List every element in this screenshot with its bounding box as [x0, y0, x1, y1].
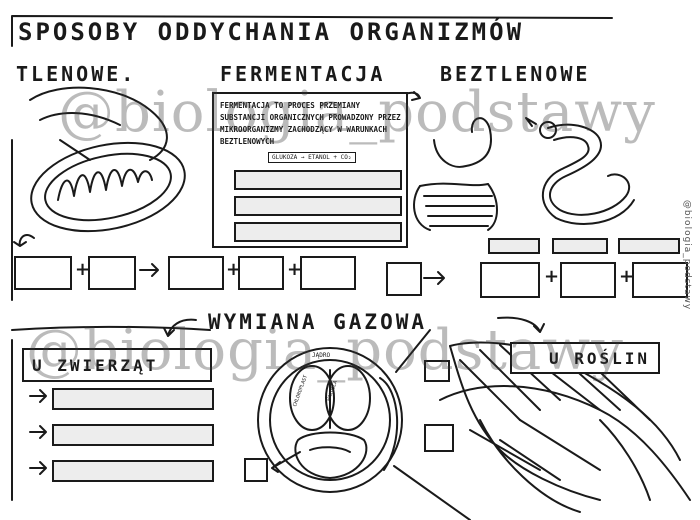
heading-fermentacja: FERMENTACJA: [220, 62, 386, 86]
page-title: SPOSOBY ODDYCHANIA ORGANIZMÓW: [18, 18, 525, 46]
anaerobic-product-box-2[interactable]: [560, 262, 616, 298]
cell-answer-box[interactable]: [244, 458, 268, 482]
section-title-wymiana-gazowa: WYMIANA GAZOWA: [208, 310, 428, 334]
heading-tlenowe: TLENOWE.: [16, 62, 137, 86]
watermark-bottom: @biologia_podstawy: [26, 318, 624, 383]
plus-symbol: +: [287, 259, 303, 280]
watermark-top: @biologia_podstawy: [58, 80, 656, 145]
anaerobic-product-box-3[interactable]: [632, 262, 688, 298]
plus-symbol: +: [619, 266, 635, 287]
label-u-zwierzat: U ZWIERZĄT: [22, 348, 212, 382]
anaerobic-label-box-3[interactable]: [618, 238, 680, 254]
fermentation-definition-text: FERMENTACJA TO PROCES PRZEMIANY SUBSTANC…: [220, 101, 401, 146]
plus-symbol: +: [544, 266, 560, 287]
cell-label-nucleus: JĄDRO: [312, 352, 331, 359]
aerobic-product-box-2[interactable]: [238, 256, 284, 290]
aerobic-substrate-box-2[interactable]: [88, 256, 136, 290]
leaf-answer-box[interactable]: [424, 424, 454, 452]
aerobic-substrate-box-1[interactable]: [14, 256, 72, 290]
fermentation-answer-box-3[interactable]: [234, 222, 402, 242]
fermentation-answer-box-1[interactable]: [234, 170, 402, 190]
animal-answer-box-1[interactable]: [52, 388, 214, 410]
aerobic-product-box-1[interactable]: [168, 256, 224, 290]
aerobic-product-box-3[interactable]: [300, 256, 356, 290]
plus-symbol: +: [75, 259, 91, 280]
fermentation-product: ETANOL + CO₂: [308, 154, 352, 161]
fermentation-substrate: GLUKOZA: [272, 154, 298, 161]
animal-answer-box-2[interactable]: [52, 424, 214, 446]
heading-beztlenowe: BEZTLENOWE: [440, 62, 591, 86]
anaerobic-product-box-1[interactable]: [480, 262, 540, 298]
anaerobic-substrate-box[interactable]: [386, 262, 422, 296]
stoma-answer-box[interactable]: [424, 360, 450, 382]
label-u-roslin-text: U ROŚLIN: [548, 349, 650, 368]
animal-answer-box-3[interactable]: [52, 460, 214, 482]
plus-symbol: +: [226, 259, 242, 280]
anaerobic-label-box-2[interactable]: [552, 238, 608, 254]
fermentation-answer-box-2[interactable]: [234, 196, 402, 216]
side-credit: @biologia_podstawy: [681, 199, 692, 311]
label-u-roslin: U ROŚLIN: [510, 342, 660, 374]
anaerobic-label-box-1[interactable]: [488, 238, 540, 254]
fermentation-equation: GLUKOZA → ETANOL + CO₂: [268, 152, 356, 163]
label-u-zwierzat-text: U ZWIERZĄT: [32, 356, 159, 375]
